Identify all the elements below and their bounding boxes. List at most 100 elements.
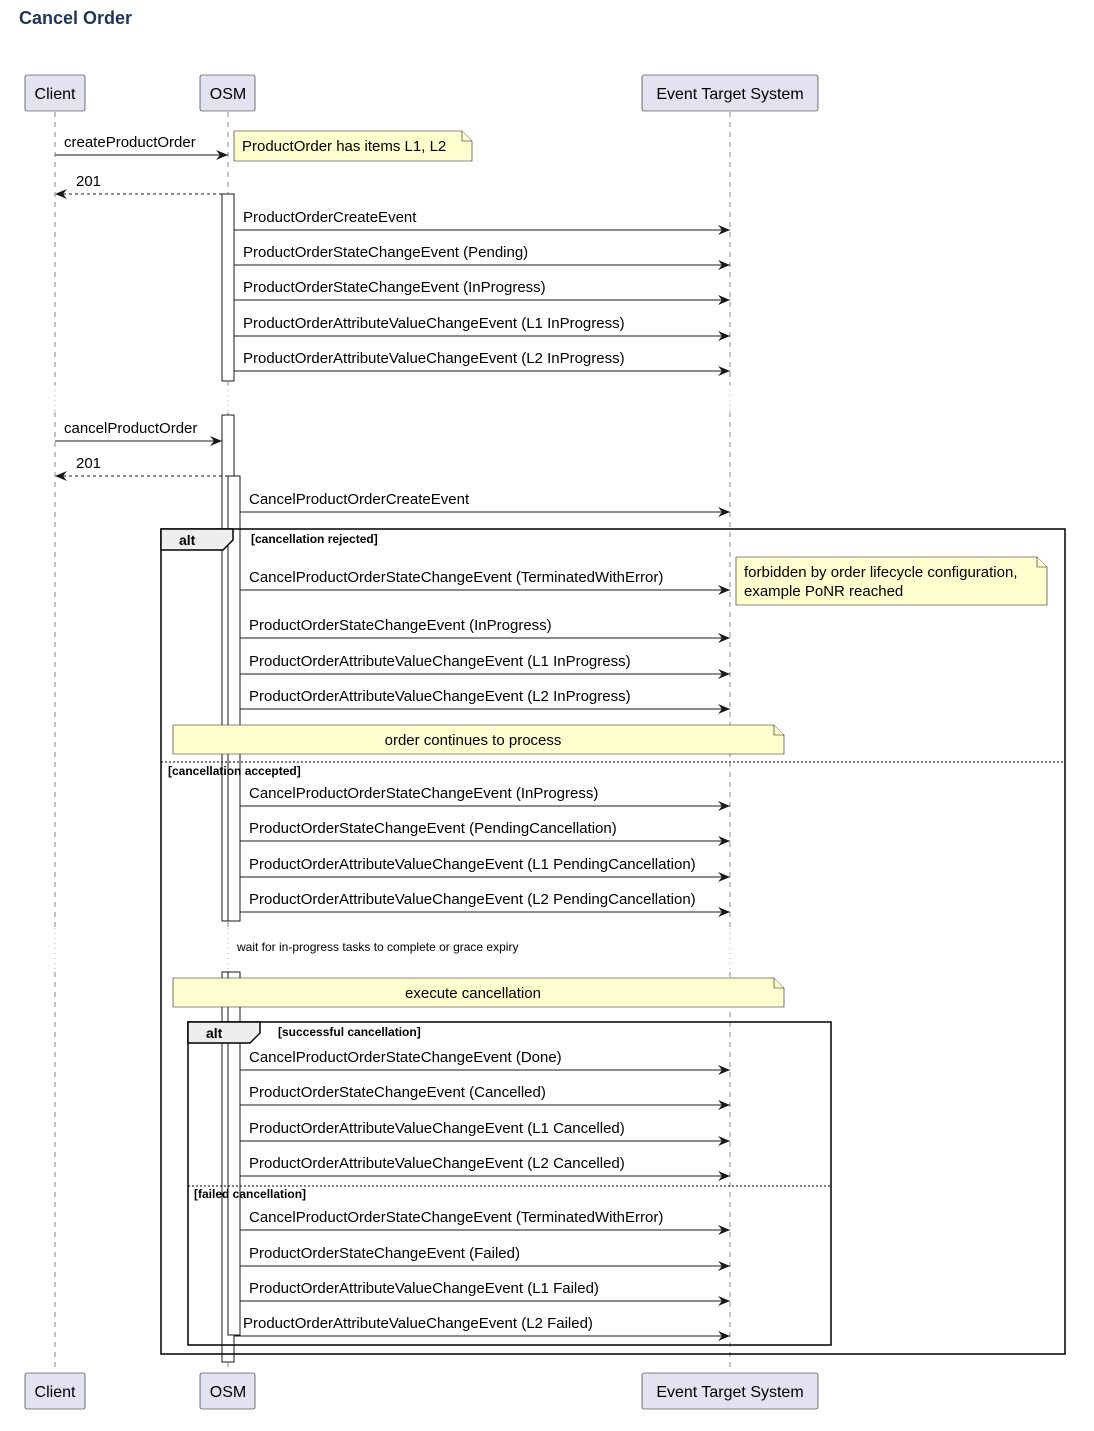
message-label: ProductOrderAttributeValueChangeEvent (L… [249,856,696,873]
arrowhead-icon [55,189,67,199]
alt-guard-accepted: [cancellation accepted] [168,764,301,778]
note-forbidden-line1: forbidden by order lifecycle configurati… [744,564,1018,581]
note-forbidden: forbidden by order lifecycle configurati… [735,556,1048,606]
alt-tab-outer [160,528,234,551]
arrowhead-icon [718,1136,730,1146]
message-m16: ProductOrderStateChangeEvent (PendingCan… [240,820,730,846]
arrowhead-icon [718,585,730,595]
activation-bar [227,475,241,922]
message-label: ProductOrderAttributeValueChangeEvent (L… [249,688,631,705]
message-m5: ProductOrderStateChangeEvent (InProgress… [234,279,730,305]
message-label: ProductOrderAttributeValueChangeEvent (L… [243,315,625,332]
arrowhead-icon [210,436,222,446]
note-execute: execute cancellation [172,977,785,1008]
message-label: CancelProductOrderStateChangeEvent (Term… [249,569,663,586]
message-m23: CancelProductOrderStateChangeEvent (Term… [240,1209,730,1235]
arrowhead-icon [718,1296,730,1306]
messages: createProductOrder201ProductOrderCreateE… [55,134,730,1341]
participant-box-osm [199,74,256,112]
delay-label: wait for in-progress tasks to complete o… [236,940,518,954]
participant-box-client [24,74,86,112]
arrowhead-icon [718,907,730,917]
arrowhead-icon [718,366,730,376]
participant-ets: Event Target System [656,1384,803,1401]
participant-ets: Event Target System [656,86,803,103]
message-m12: ProductOrderStateChangeEvent (InProgress… [240,617,730,643]
arrowhead-icon [718,1100,730,1110]
message-m21: ProductOrderAttributeValueChangeEvent (L… [240,1120,730,1146]
participant-box-ets [641,74,819,112]
participant-osm: OSM [210,86,246,103]
participant-box-client [24,1372,86,1410]
participants-top: Client OSM Event Target System [24,74,819,112]
message-label: ProductOrderAttributeValueChangeEvent (L… [243,350,625,367]
message-label: 201 [76,173,101,190]
note-execute-text: execute cancellation [405,985,541,1002]
message-m17: ProductOrderAttributeValueChangeEvent (L… [240,856,730,882]
arrowhead-icon [718,295,730,305]
message-m25: ProductOrderAttributeValueChangeEvent (L… [240,1280,730,1306]
message-label: ProductOrderStateChangeEvent (PendingCan… [249,820,617,837]
arrowhead-icon [718,225,730,235]
message-m2: 201 [55,173,222,199]
alt-fragment-inner: alt [successful cancellation] [failed ca… [187,1021,832,1346]
message-m1: createProductOrder [55,134,228,160]
message-m20: ProductOrderStateChangeEvent (Cancelled) [240,1084,730,1110]
note-items: ProductOrder has items L1, L2 [233,130,473,162]
note-forbidden-line2: example PoNR reached [744,583,903,600]
message-label: ProductOrderStateChangeEvent (InProgress… [243,279,546,296]
arrowhead-icon [718,1261,730,1271]
participant-osm: OSM [210,1384,246,1401]
arrowhead-icon [718,801,730,811]
participant-client: Client [35,1384,76,1401]
message-label: ProductOrderStateChangeEvent (Failed) [249,1245,520,1262]
alt-fragment-outer: alt [cancellation rejected] [cancellatio… [160,528,1066,1355]
arrowhead-icon [718,507,730,517]
message-m26: ProductOrderAttributeValueChangeEvent (L… [234,1315,730,1341]
alt-guard-rejected: [cancellation rejected] [251,532,378,546]
message-m13: ProductOrderAttributeValueChangeEvent (L… [240,653,730,679]
message-label: CancelProductOrderStateChangeEvent (Done… [249,1049,562,1066]
note-continues: order continues to process [172,724,785,755]
arrowhead-icon [718,331,730,341]
message-label: ProductOrderAttributeValueChangeEvent (L… [249,1155,625,1172]
message-label: cancelProductOrder [64,420,197,437]
alt-keyword-inner: alt [206,1025,223,1041]
arrowhead-icon [718,633,730,643]
arrowhead-icon [718,872,730,882]
message-label: CancelProductOrderCreateEvent [249,491,470,508]
message-label: ProductOrderAttributeValueChangeEvent (L… [243,1315,593,1332]
message-m19: CancelProductOrderStateChangeEvent (Done… [240,1049,730,1075]
message-m22: ProductOrderAttributeValueChangeEvent (L… [240,1155,730,1181]
message-m11: CancelProductOrderStateChangeEvent (Term… [240,569,730,595]
message-m18: ProductOrderAttributeValueChangeEvent (L… [240,891,730,917]
participant-client: Client [35,86,76,103]
message-m3: ProductOrderCreateEvent [234,209,730,235]
message-label: createProductOrder [64,134,196,151]
message-m14: ProductOrderAttributeValueChangeEvent (L… [240,688,730,714]
message-m4: ProductOrderStateChangeEvent (Pending) [234,244,730,270]
alt-guard-successful: [successful cancellation] [278,1025,421,1039]
page-title: Cancel Order [19,8,133,28]
note-continues-text: order continues to process [385,732,562,749]
participant-box-osm [199,1372,256,1410]
activation-bar [227,971,241,1336]
message-m10: CancelProductOrderCreateEvent [240,491,730,517]
participant-box-ets [641,1372,819,1410]
arrowhead-icon [718,1171,730,1181]
alt-keyword-outer: alt [179,532,196,548]
message-m15: CancelProductOrderStateChangeEvent (InPr… [240,785,730,811]
arrowhead-icon [55,471,67,481]
arrowhead-icon [216,150,228,160]
alt-frame-outer [160,528,1066,1355]
alt-frame-inner [187,1021,832,1346]
message-m7: ProductOrderAttributeValueChangeEvent (L… [234,350,730,376]
message-label: ProductOrderStateChangeEvent (Pending) [243,244,528,261]
message-m9: 201 [55,455,228,481]
message-label: ProductOrderStateChangeEvent (InProgress… [249,617,552,634]
message-label: ProductOrderAttributeValueChangeEvent (L… [249,1120,625,1137]
message-m6: ProductOrderAttributeValueChangeEvent (L… [234,315,730,341]
message-label: ProductOrderAttributeValueChangeEvent (L… [249,891,696,908]
arrowhead-icon [718,669,730,679]
